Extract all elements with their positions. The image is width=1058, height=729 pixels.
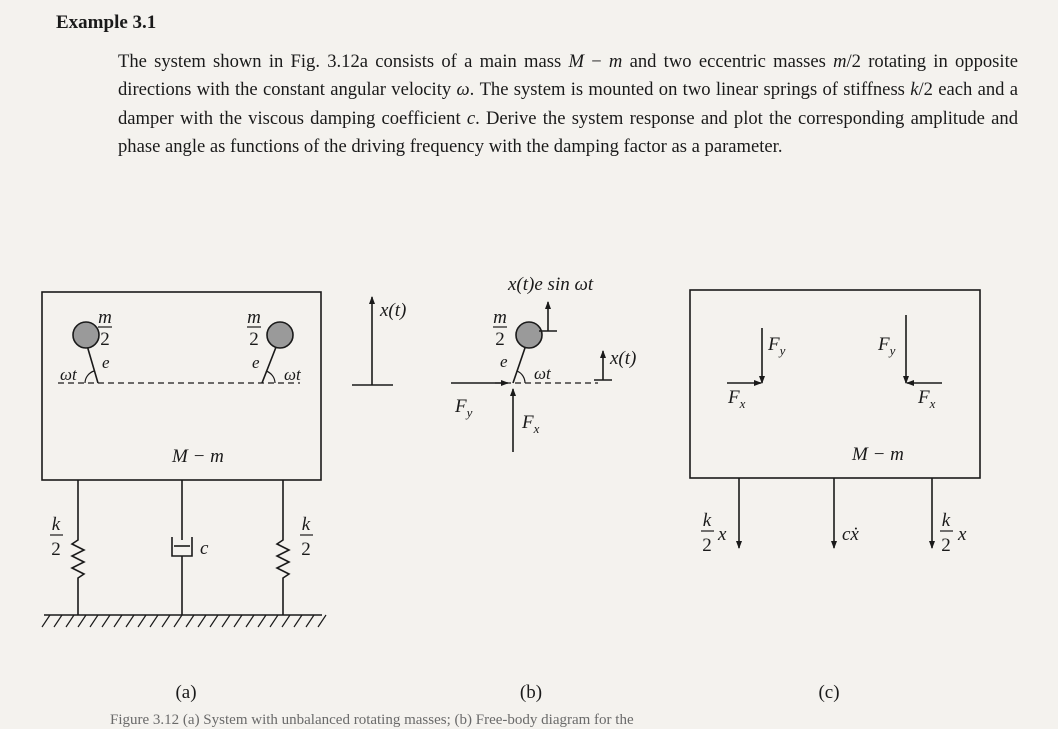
b-eccentric-mass	[515, 321, 543, 349]
right-eccentric-mass	[266, 321, 294, 349]
right-spring	[275, 480, 291, 615]
statement-segment: The system shown in Fig. 3.12a consists …	[118, 51, 569, 72]
statement-segment: M	[568, 51, 584, 72]
right-spring-numer: k	[302, 514, 311, 535]
caption-b: (b)	[520, 682, 542, 703]
right-mass-denom: 2	[249, 329, 259, 350]
c-left-spring-numer: k	[703, 510, 712, 531]
left-angle-arc	[84, 370, 95, 384]
panel-b	[451, 301, 612, 452]
example-title: Example 3.1	[56, 12, 157, 33]
statement-segment: . The system is mounted on two linear sp…	[469, 79, 911, 101]
b-disp-label: x(t)	[609, 348, 636, 369]
c-right-fx-label: Fx	[917, 387, 936, 411]
fx-label: Fx	[521, 412, 540, 436]
main-mass-label: M − m	[171, 446, 224, 467]
b-top-label: x(t)e sin ωt	[507, 274, 594, 295]
left-eccentric-mass	[72, 321, 100, 349]
statement-segment: and two eccentric masses	[622, 51, 834, 72]
caption-a: (a)	[175, 682, 196, 703]
left-eccentric-arm	[85, 341, 99, 384]
displacement-label: x(t)	[379, 300, 406, 321]
statement-segment: m	[833, 51, 847, 72]
statement-segment: . Derive the system response and plot th…	[118, 107, 1018, 158]
right-ecc-label: e	[252, 353, 260, 372]
c-left-spring-var: x	[717, 524, 727, 545]
ground-hatch	[41, 614, 327, 628]
b-ecc-label: e	[500, 352, 508, 371]
left-mass-denom: 2	[100, 329, 110, 350]
right-angle-label: ωt	[284, 365, 302, 384]
right-mass-numer: m	[247, 307, 261, 328]
statement-segment: k	[910, 79, 919, 101]
panel-c	[689, 289, 981, 549]
left-ecc-label: e	[102, 353, 110, 372]
damper-label: c	[200, 538, 209, 559]
left-angle-label: ωt	[60, 365, 78, 384]
panel-a	[41, 291, 393, 628]
panel-b-labels: x(t)e sin ωt m 2 e ωt x(t) Fy Fx (b)	[454, 274, 636, 703]
c-right-spring-numer: k	[942, 510, 951, 531]
c-left-spring-denom: 2	[702, 535, 712, 556]
statement-segment: ω	[456, 79, 470, 101]
left-mass-numer: m	[98, 307, 112, 328]
left-spring-denom: 2	[51, 539, 61, 560]
c-left-fy-label: Fy	[767, 334, 786, 358]
b-angle-label: ωt	[534, 364, 552, 383]
caption-c: (c)	[818, 682, 839, 703]
c-mass-box	[689, 289, 981, 479]
b-mass-numer: m	[493, 307, 507, 328]
statement-segment: m	[608, 51, 623, 72]
statement-segment: −	[583, 51, 609, 72]
right-angle-arc	[265, 370, 276, 384]
b-angle-arc	[516, 370, 526, 384]
c-damper-force-label: cẋ	[842, 524, 859, 545]
statement-segment: /2 rotating in opposite directions with …	[118, 51, 1018, 101]
c-right-spring-denom: 2	[941, 535, 951, 556]
c-right-spring-var: x	[957, 524, 967, 545]
right-spring-denom: 2	[301, 539, 311, 560]
damper	[171, 480, 193, 615]
left-spring	[70, 480, 86, 615]
b-mass-denom: 2	[495, 329, 505, 350]
c-left-fx-label: Fx	[727, 387, 746, 411]
c-mass-label: M − m	[851, 444, 904, 465]
example-statement: The system shown in Fig. 3.12a consists …	[118, 48, 1018, 162]
panel-a-labels: m 2 e ωt m 2 e ωt M − m k 2 k 2 c x(t) (…	[50, 300, 406, 703]
statement-segment: /2 each and a damper with the viscous da…	[118, 79, 1018, 129]
fy-label: Fy	[454, 396, 473, 420]
panel-c-labels: Fy Fx Fy Fx M − m k 2 x cẋ k 2 x (c)	[701, 334, 967, 703]
b-eccentric-arm	[512, 341, 528, 384]
statement-segment: c	[466, 107, 476, 129]
c-right-fy-label: Fy	[877, 334, 896, 358]
right-eccentric-arm	[261, 341, 279, 384]
left-spring-numer: k	[52, 514, 61, 535]
